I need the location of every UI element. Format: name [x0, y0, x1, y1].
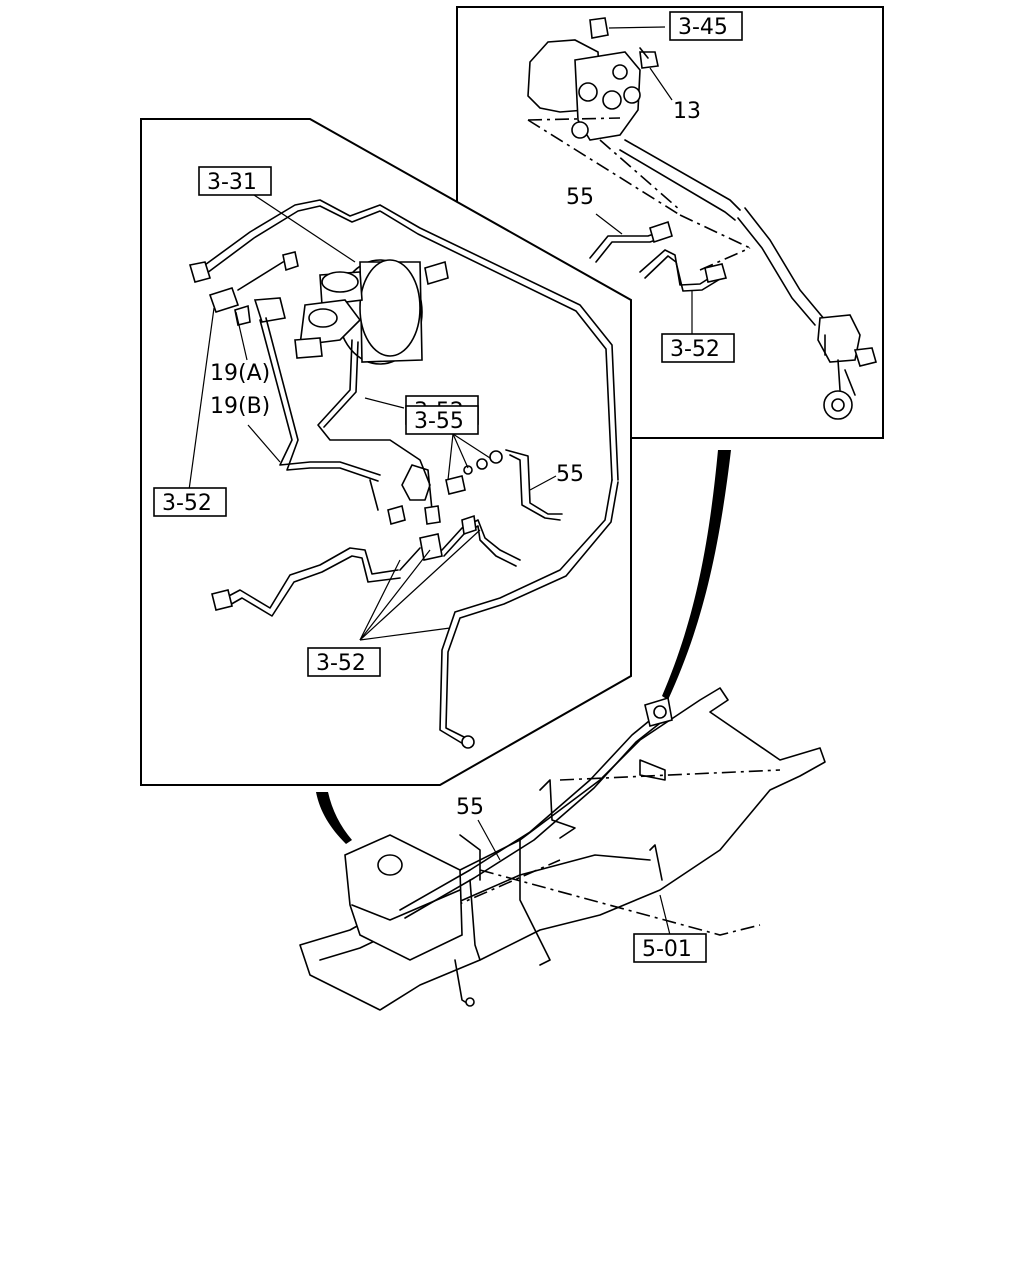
- proportioning-valve: [527, 17, 659, 141]
- master-cylinder-booster: [294, 259, 449, 365]
- ref-3-55-label: 3-55: [414, 409, 464, 434]
- ref-3-52-left-label: 3-52: [162, 491, 212, 516]
- part-55-upper-label: 55: [566, 185, 594, 210]
- ref-19a-label: 19(A): [210, 361, 270, 386]
- part-55-chassis-label: 55: [456, 795, 484, 820]
- ref-3-52-upper-label: 3-52: [670, 337, 720, 362]
- ref-19b-label: 19(B): [210, 394, 270, 419]
- callout-arrow-upper: [662, 450, 731, 700]
- ref-3-52-bottom-label: 3-52: [316, 651, 366, 676]
- main-detail-panel: 3-31 3-52 19(A) 19(B) 3-55 55 3-52 3-52: [140, 118, 632, 786]
- ref-3-45-label: 3-45: [678, 15, 728, 40]
- ref-3-31-label: 3-31: [207, 170, 257, 195]
- ref-5-01-label: 5-01: [642, 937, 692, 962]
- part-13-label: 13: [673, 99, 701, 124]
- callout-arrow-lower: [316, 792, 352, 844]
- part-55-mid-label: 55: [556, 462, 584, 487]
- chassis-frame: 55 5-01: [299, 687, 826, 1011]
